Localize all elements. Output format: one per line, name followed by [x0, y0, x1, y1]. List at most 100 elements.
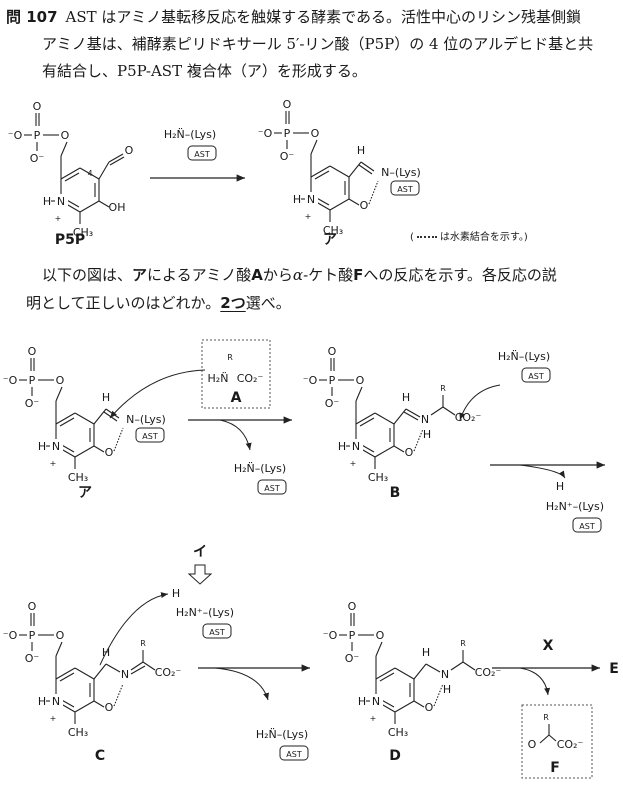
n-hydrogen: H	[358, 695, 366, 708]
imine-n-lys: N–(Lys)	[126, 413, 166, 426]
ast-label: AST	[397, 185, 413, 194]
phosphorus-atom: P	[329, 374, 336, 387]
positive-charge: +	[50, 714, 57, 723]
methyl-group: CH₃	[68, 471, 88, 484]
seg: 以下の図は、	[42, 266, 133, 284]
curved-arrow-release-2	[214, 667, 269, 701]
n-hydrogen: H	[38, 440, 46, 453]
n-bg	[349, 439, 363, 452]
positive-charge: +	[350, 459, 357, 468]
ring-double	[359, 417, 375, 427]
label-f: F	[550, 760, 560, 776]
phenolate-oxygen: O	[105, 701, 114, 714]
methyl-group: CH₃	[68, 726, 88, 739]
ring-double	[379, 672, 395, 682]
curved-arrow-attack	[109, 369, 206, 419]
ast-box	[257, 479, 287, 495]
seg: α	[292, 266, 304, 284]
ring-bond	[74, 667, 95, 680]
ring-nitrogen: N	[52, 695, 60, 708]
curved-arrow-deprotonation	[459, 384, 501, 421]
methyl-group: CH₃	[368, 471, 388, 484]
lysine-amine: H₂N⁺–(Lys)	[546, 500, 604, 513]
ast-label: AST	[209, 628, 225, 637]
oxygen-atom: O	[283, 98, 292, 111]
ast-box	[135, 427, 165, 443]
phosphorus-atom: P	[284, 127, 291, 140]
imine-hydrogen: H	[422, 646, 430, 659]
ring-bond	[375, 667, 396, 680]
bond	[130, 661, 144, 671]
seg: 選べ。	[245, 294, 291, 312]
amine: H₂N̈	[208, 372, 229, 385]
phosphorus-atom: P	[29, 629, 36, 642]
positive-charge: +	[50, 459, 57, 468]
n-bg	[369, 694, 383, 707]
lys-base-1: H₂N̈–(Lys)AST	[498, 350, 551, 383]
dotted-line-legend	[416, 236, 437, 238]
ester-oxygen: O	[376, 629, 385, 642]
position-4-label: 4	[87, 169, 92, 178]
lys-protonated-2: H₂N⁺–(Lys)AST	[176, 606, 234, 639]
lys-protonated-1: H₂N⁺–(Lys) AST	[546, 500, 604, 533]
r-group: R	[460, 639, 466, 648]
bond	[55, 386, 63, 402]
bond	[405, 408, 421, 418]
hydrogen-bond	[413, 428, 424, 452]
instruction-line-1: 以下の図は、アによるアミノ酸Aからα-ケト酸Fへの反応を示す。各反応の説	[42, 262, 557, 289]
imine-hydrogen: H	[402, 391, 410, 404]
label-b: B	[390, 485, 401, 501]
ring-bond	[79, 200, 100, 213]
n-hydrogen: H	[293, 193, 301, 206]
r-group: R	[440, 384, 446, 393]
ast-box	[187, 145, 217, 161]
ring-bond	[329, 165, 350, 178]
keto-oxygen: O	[528, 738, 537, 751]
note-paren: (	[410, 232, 414, 243]
positive-charge: +	[305, 212, 312, 221]
positive-charge: +	[370, 714, 377, 723]
ring-bond	[394, 700, 415, 713]
seg: ア	[132, 266, 148, 284]
ast-label: AST	[194, 150, 210, 159]
oxygen-atom: O	[348, 600, 357, 613]
ring-nitrogen: N	[52, 440, 60, 453]
aldehyde-oxygen: O	[125, 144, 134, 157]
imine-nitrogen: N	[441, 668, 449, 681]
bond	[130, 665, 146, 675]
ast-label: AST	[579, 522, 595, 531]
hydrogen-bond-note: (は水素結合を示す。)	[410, 228, 528, 243]
positive-charge: +	[55, 214, 62, 223]
bond	[462, 661, 476, 671]
imine-n-lys: N–(Lys)	[381, 166, 421, 179]
ring-bond	[394, 667, 415, 680]
oxygen-anion: O⁻	[280, 150, 295, 163]
curved-arrow-reprotonation	[99, 592, 169, 666]
ring-bond	[374, 412, 395, 425]
oxygen-anion: ⁻O	[303, 374, 318, 387]
ast-label: AST	[264, 484, 280, 493]
ring-double	[59, 672, 75, 682]
ring-bond	[79, 167, 100, 180]
lysine-amine: H₂N̈–(Lys)	[498, 350, 550, 363]
oxygen-anion: O⁻	[25, 397, 40, 410]
oxygen-atom: O	[28, 345, 37, 358]
keto-acid-f-box	[521, 704, 593, 779]
amine-hydrogen: H	[423, 428, 431, 441]
label-c: C	[95, 748, 105, 764]
amine-hydrogen: H	[443, 683, 451, 696]
ring-bond	[60, 167, 81, 180]
bond	[413, 700, 425, 708]
imine-nitrogen: N	[121, 668, 129, 681]
bond	[548, 734, 557, 742]
label-p5p: P5P	[55, 232, 85, 248]
ast-box	[202, 623, 232, 639]
phosphorus-atom: P	[349, 629, 356, 642]
open-arrow-icon	[187, 564, 213, 585]
bond	[93, 700, 105, 708]
bond	[109, 156, 125, 166]
ast-label: AST	[286, 750, 302, 759]
